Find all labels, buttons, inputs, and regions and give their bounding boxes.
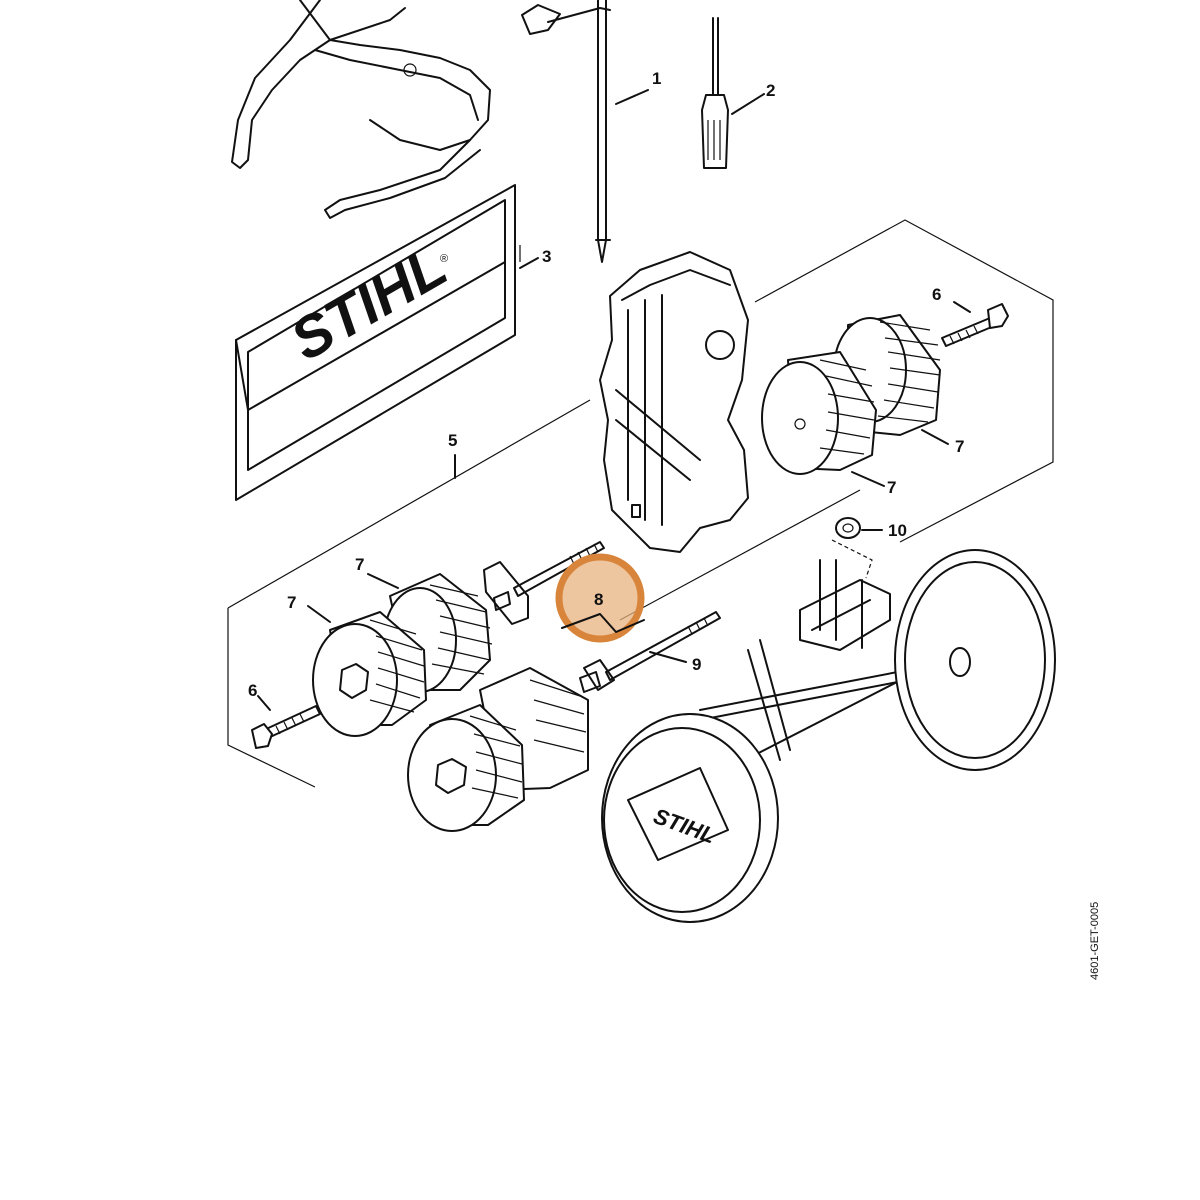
callout-7-upper-left[interactable]: 7 (887, 478, 896, 497)
callout-9[interactable]: 9 (692, 655, 701, 674)
callout-2[interactable]: 2 (766, 81, 775, 100)
callout-3[interactable]: 3 (542, 247, 551, 266)
gear-housing[interactable] (599, 251, 749, 553)
callout-7-upper-right[interactable]: 7 (955, 437, 964, 456)
bolt-upper[interactable] (941, 303, 1009, 347)
roller-lower-front[interactable] (312, 611, 427, 737)
callout-7-lower-front[interactable]: 7 (287, 593, 296, 612)
safety-glasses[interactable] (231, 0, 491, 219)
highlight-part-8[interactable] (555, 553, 645, 643)
roller-upper-left[interactable] (761, 351, 877, 475)
callout-5[interactable]: 5 (448, 431, 457, 450)
wheel-carriage[interactable]: STIHL (601, 549, 1056, 923)
t-wrench[interactable] (521, 0, 611, 263)
pouch-logo: STIHL (280, 233, 458, 373)
washer-10[interactable] (831, 517, 873, 579)
group-frame-lower (227, 399, 861, 788)
callout-7-lower-back[interactable]: 7 (355, 555, 364, 574)
screwdriver[interactable] (701, 17, 729, 169)
callout-8[interactable]: 8 (594, 590, 603, 609)
threaded-stud-9[interactable] (579, 611, 721, 693)
threaded-stud-8[interactable] (483, 541, 605, 625)
pouch-registered-mark: ® (440, 253, 448, 265)
leader-lines (257, 89, 971, 711)
callout-labels: 1 2 3 5 6 6 7 7 7 7 8 9 10 (248, 69, 964, 700)
callout-1[interactable]: 1 (652, 69, 661, 88)
tool-pouch[interactable]: STIHL ® (235, 184, 516, 501)
bolt-lower[interactable] (251, 705, 321, 749)
roller-pair-front[interactable] (407, 667, 589, 832)
drawing-code: 4601-GET-0005 (1089, 902, 1101, 980)
callout-10[interactable]: 10 (888, 521, 907, 540)
callout-6-lower[interactable]: 6 (248, 681, 257, 700)
callout-6-upper[interactable]: 6 (932, 285, 941, 304)
group-frame-upper (519, 219, 1054, 543)
